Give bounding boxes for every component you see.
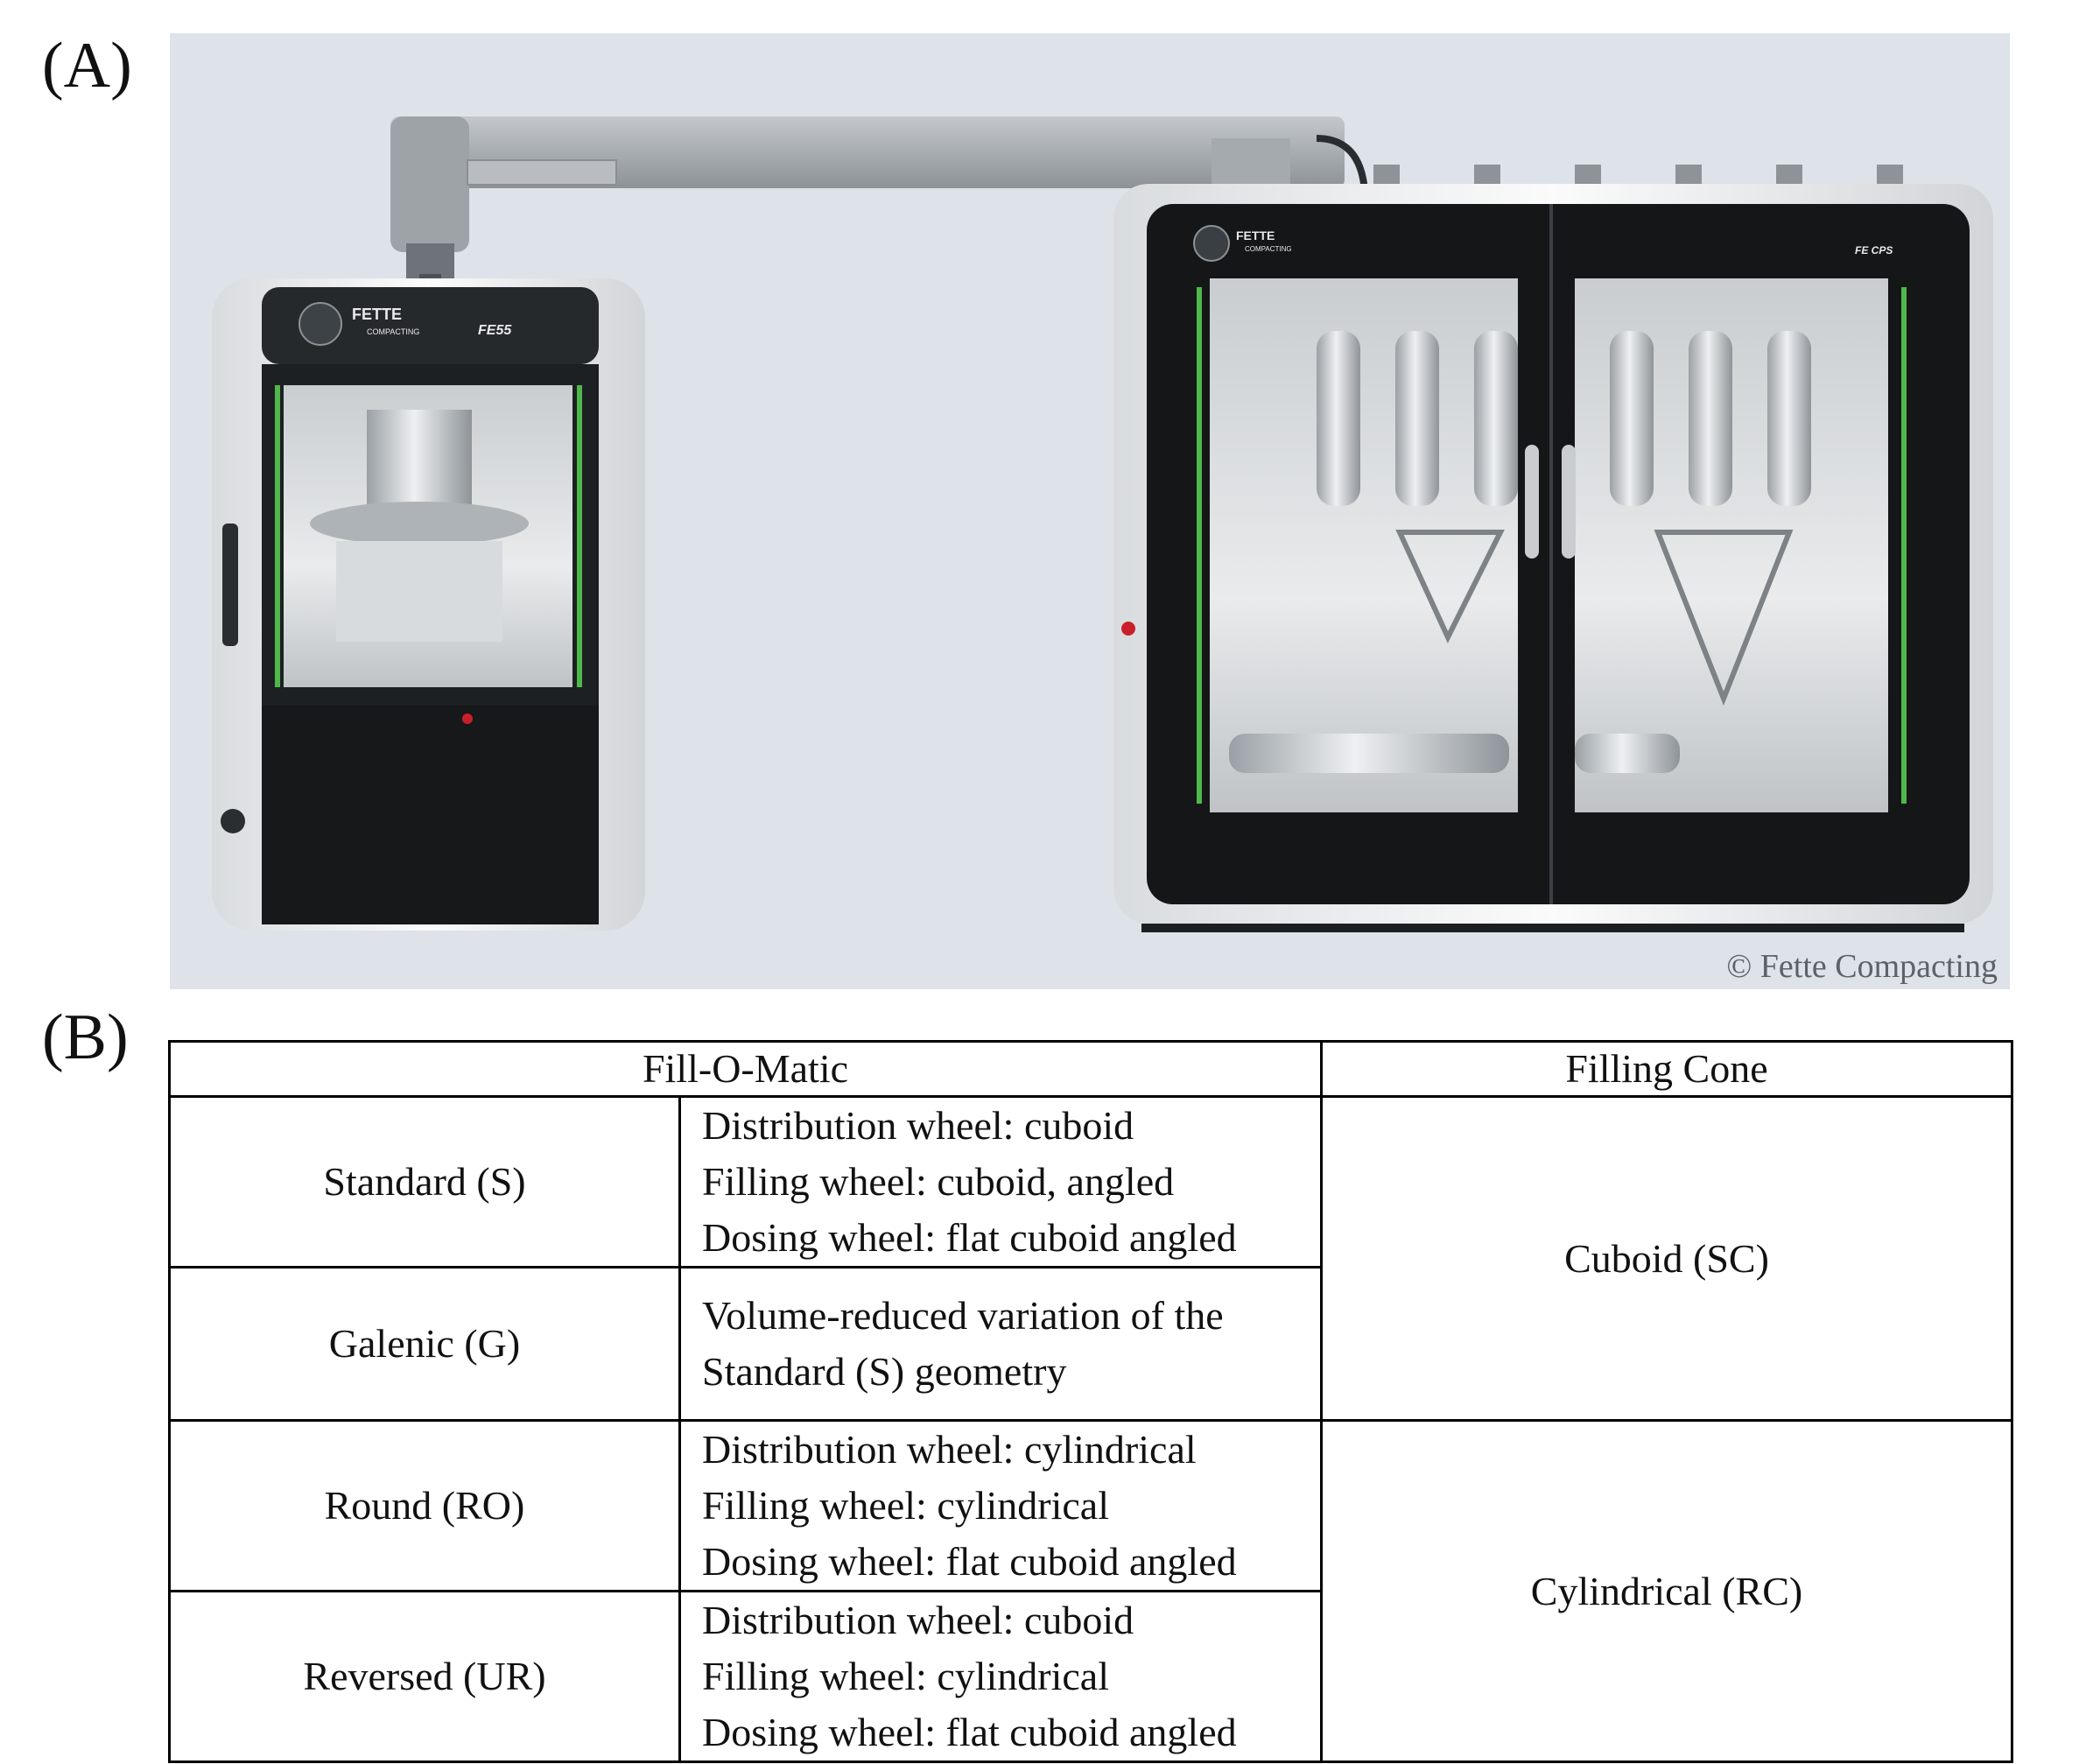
desc-line: Standard (S) geometry [702,1349,1067,1394]
desc-line: Dosing wheel: flat cuboid angled [702,1539,1237,1584]
row-desc-round: Distribution wheel: cylindrical Filling … [678,1419,1323,1592]
row-name-reversed: Reversed (UR) [168,1590,681,1763]
cone-cylindrical: Cylindrical (RC) [1320,1419,2013,1763]
desc-line: Dosing wheel: flat cuboid angled [702,1710,1237,1754]
table-row: Galenic (G) Volume-reduced variation of … [168,1266,2012,1422]
table-row: Standard (S) Distribution wheel: cuboid … [168,1095,2013,1422]
row-name-round: Round (RO) [168,1419,681,1592]
machine-photo: FETTE COMPACTING FE55 FETT [170,33,2010,989]
machine-illustration: FETTE COMPACTING FE55 FETT [212,116,1993,932]
right-brand-text: FETTE [1236,228,1275,242]
desc-line: Filling wheel: cylindrical [702,1654,1110,1698]
row-name-standard: Standard (S) [168,1095,681,1269]
row-desc-standard: Distribution wheel: cuboid Filling wheel… [678,1095,1323,1269]
left-model-text: FE55 [478,323,512,338]
header-fill-o-matic: Fill-O-Matic [168,1040,1323,1098]
panel-a-label: (A) [42,30,132,102]
table-row: Reversed (UR) Distribution wheel: cuboid… [168,1590,2012,1763]
table-header-row: Fill-O-Matic Filling Cone [168,1040,2013,1098]
row-name-galenic: Galenic (G) [168,1266,681,1422]
row-desc-reversed: Distribution wheel: cuboid Filling wheel… [678,1590,1323,1763]
desc-line: Distribution wheel: cuboid [702,1598,1134,1642]
desc-line: Filling wheel: cylindrical [702,1483,1110,1528]
panel-b-label: (B) [42,1001,129,1073]
right-model-text: FE CPS [1855,244,1893,257]
left-press-machine: FETTE COMPACTING FE55 [212,278,645,931]
desc-line: Distribution wheel: cylindrical [702,1427,1197,1472]
left-brand-text: FETTE [352,306,402,323]
row-desc-galenic: Volume-reduced variation of the Standard… [678,1266,1323,1422]
right-brand-sub-text: COMPACTING [1245,245,1292,253]
desc-line: Distribution wheel: cuboid [702,1103,1134,1148]
left-brand-sub-text: COMPACTING [367,327,419,336]
desc-line: Dosing wheel: flat cuboid angled [702,1215,1237,1260]
right-cps-machine: FETTE COMPACTING FE CPS [1113,165,1993,932]
configuration-table-wrapper: Fill-O-Matic Filling Cone Standard (S) D… [168,1040,2013,1763]
cone-cuboid: Cuboid (SC) [1320,1095,2013,1422]
header-filling-cone: Filling Cone [1320,1040,2013,1098]
configuration-table: Fill-O-Matic Filling Cone Standard (S) D… [168,1040,2013,1763]
table-row: Round (RO) Distribution wheel: cylindric… [168,1419,2013,1763]
desc-line: Filling wheel: cuboid, angled [702,1159,1175,1204]
copyright-text: © Fette Compacting [1726,948,1998,985]
desc-line: Volume-reduced variation of the [702,1293,1224,1338]
